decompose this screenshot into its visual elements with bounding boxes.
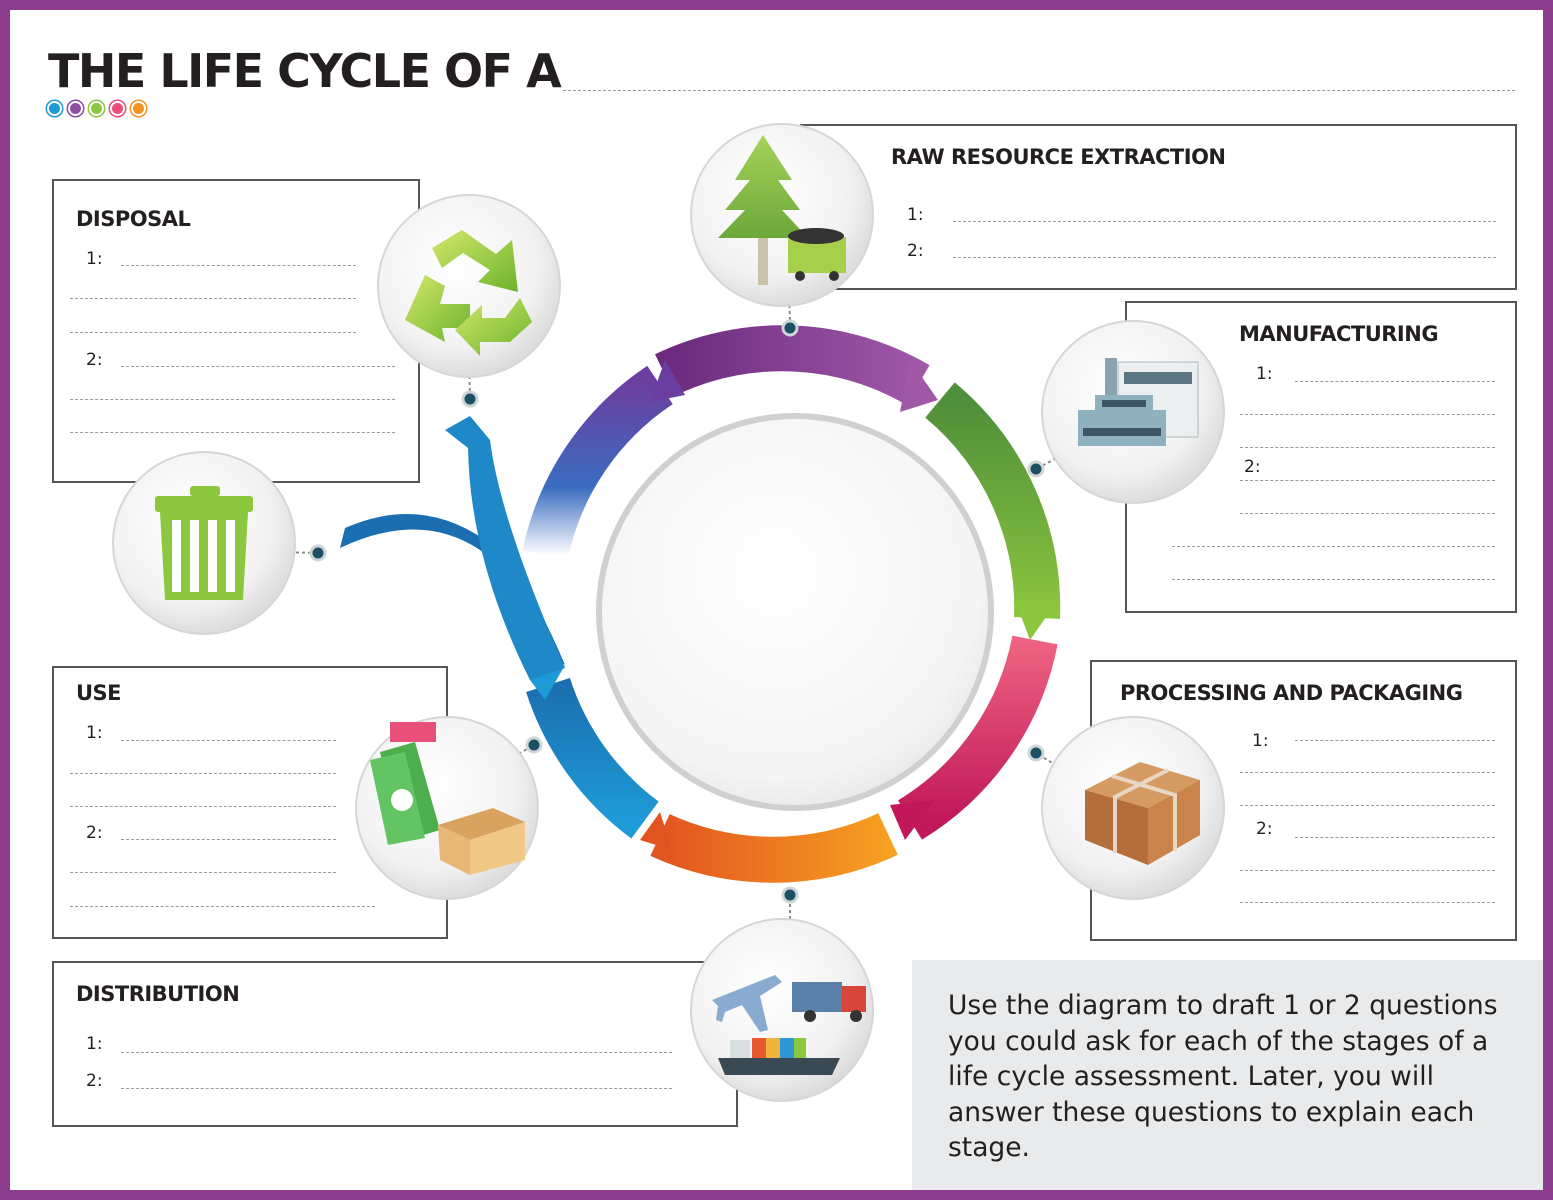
disposal-answer-2c[interactable]: [70, 432, 395, 433]
distribution-heading: DISTRIBUTION: [76, 982, 240, 1006]
use-arc: [526, 677, 659, 839]
raw-resource-num-2: 2:: [907, 241, 924, 261]
manufacturing-num-1: 1:: [1256, 364, 1273, 384]
disposal-split-arrow: [340, 416, 565, 680]
use-num-2: 2:: [86, 823, 103, 843]
use-answer-2a[interactable]: [121, 839, 336, 840]
manufacturing-arc: [925, 382, 1061, 619]
cardboard-box-icon: [1085, 762, 1200, 865]
processing-answer-1c[interactable]: [1240, 805, 1495, 806]
raw-connector-dot: [781, 319, 799, 337]
disposal-answer-2a[interactable]: [121, 366, 395, 367]
processing-heading: PROCESSING AND PACKAGING: [1120, 681, 1463, 705]
factory-icon: [1078, 358, 1199, 446]
processing-num-2: 2:: [1256, 819, 1273, 839]
disposal-answer-1c[interactable]: [70, 332, 356, 333]
processing-arc: [897, 635, 1058, 840]
disposal-answer-1a[interactable]: [121, 265, 356, 266]
distribution-answer-1[interactable]: [121, 1052, 672, 1053]
manufacturing-connector-dot: [1027, 460, 1045, 478]
manufacturing-answer-2d[interactable]: [1172, 579, 1495, 580]
raw-resource-num-1: 1:: [907, 205, 924, 225]
use-answer-1c[interactable]: [70, 806, 336, 807]
title-blank-line: [563, 90, 1515, 91]
orange-dot: [131, 101, 146, 116]
processing-num-1: 1:: [1252, 731, 1269, 751]
processing-answer-1b[interactable]: [1240, 772, 1495, 773]
trash-can-icon: [155, 486, 253, 600]
recycle-icon: [405, 230, 532, 356]
upper-left-arc: [522, 365, 674, 561]
disposal-num-2: 2:: [86, 350, 103, 370]
distribution-num-2: 2:: [86, 1071, 103, 1091]
use-num-1: 1:: [86, 723, 103, 743]
green-dot: [89, 101, 104, 116]
trash-connector-dot: [309, 544, 327, 562]
connector-dots: [309, 319, 1045, 904]
plane-truck-ship-icon: [712, 975, 866, 1075]
raw-extraction-arc: [655, 325, 930, 406]
disposal-answer-2b[interactable]: [70, 399, 395, 400]
distribution-box: [52, 961, 738, 1127]
use-answer-1b[interactable]: [70, 773, 336, 774]
distribution-answer-2[interactable]: [121, 1088, 672, 1089]
manufacturing-answer-1b[interactable]: [1240, 414, 1495, 415]
instruction-callout: [912, 960, 1543, 1190]
distribution-connector-dot: [781, 886, 799, 904]
processing-connector-dot: [1027, 744, 1045, 762]
manufacturing-answer-2b[interactable]: [1240, 513, 1495, 514]
pink-dot: [110, 101, 125, 116]
disposal-num-1: 1:: [86, 249, 103, 269]
distribution-arc: [650, 813, 898, 883]
raw-resource-box: [800, 124, 1517, 290]
use-answer-2b[interactable]: [70, 872, 336, 873]
use-heading: USE: [76, 681, 122, 705]
manufacturing-answer-1c[interactable]: [1240, 447, 1495, 448]
page-title: THE LIFE CYCLE OF A: [48, 44, 562, 98]
cycle-arrowheads: [530, 360, 1058, 850]
manufacturing-answer-2a[interactable]: [1240, 480, 1495, 481]
raw-resource-heading: RAW RESOURCE EXTRACTION: [891, 145, 1226, 169]
use-answer-2c[interactable]: [70, 906, 375, 907]
processing-answer-1a[interactable]: [1295, 740, 1495, 741]
purple-dot: [68, 101, 83, 116]
raw-resource-answer-1[interactable]: [953, 221, 1496, 222]
instruction-text: Use the diagram to draft 1 or 2 question…: [948, 990, 1498, 1163]
manufacturing-answer-2c[interactable]: [1172, 546, 1495, 547]
raw-resource-answer-2[interactable]: [953, 257, 1496, 258]
manufacturing-answer-1a[interactable]: [1295, 381, 1495, 382]
distribution-num-1: 1:: [86, 1034, 103, 1054]
disposal-heading: DISPOSAL: [76, 207, 191, 231]
processing-answer-2b[interactable]: [1240, 870, 1495, 871]
processing-answer-2c[interactable]: [1240, 902, 1495, 903]
money-and-box-icon: [370, 722, 525, 875]
manufacturing-heading: MANUFACTURING: [1239, 322, 1439, 346]
recycle-connector-dot: [461, 390, 479, 408]
center-circle: [596, 413, 994, 811]
tree-and-ore-cart-icon: [718, 135, 846, 285]
disposal-answer-1b[interactable]: [70, 298, 356, 299]
processing-answer-2a[interactable]: [1295, 837, 1495, 838]
cycle-ring: [522, 325, 1061, 883]
manufacturing-num-2: 2:: [1244, 457, 1261, 477]
color-dots: [47, 101, 146, 116]
use-answer-1a[interactable]: [121, 740, 336, 741]
use-connector-dot: [525, 736, 543, 754]
blue-dot: [47, 101, 62, 116]
